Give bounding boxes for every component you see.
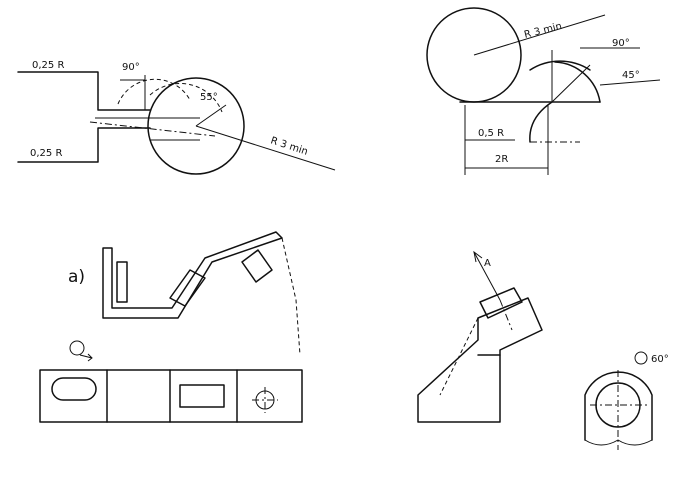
angle-arc-45	[554, 61, 601, 103]
bracket-mid-plate	[169, 269, 206, 307]
bracket-boss	[479, 287, 523, 319]
angle-arc-90	[529, 60, 591, 71]
bracket-end-block	[241, 249, 273, 283]
label-radius-min: R 3 min	[523, 21, 563, 41]
rotation-symbol-icon	[634, 351, 648, 365]
view-arrow-a-icon	[473, 250, 483, 263]
plate-lower-edge	[17, 127, 151, 163]
bracket-body	[417, 297, 543, 423]
label-angle-90: 90°	[122, 62, 140, 73]
label-angle-60: 60°	[651, 354, 669, 365]
figure-top-left: 0,25 R 0,25 R 90° 55° R 3 min	[17, 60, 336, 175]
groove-curve	[529, 101, 553, 143]
bracket-tab	[116, 261, 128, 303]
plate-upper-edge	[17, 71, 151, 111]
view-arrow-icon	[79, 353, 93, 362]
angle-leader-45	[551, 64, 591, 103]
label-upper-radius: 0,25 R	[32, 60, 64, 71]
plan-slot	[51, 377, 97, 401]
hidden-edge	[281, 237, 301, 356]
label-radius-05: 0,5 R	[478, 128, 504, 139]
angle-leader-55	[195, 104, 227, 127]
label-part-a: a)	[68, 267, 85, 287]
label-dim-2r: 2R	[495, 154, 508, 165]
radius-leader	[195, 125, 336, 171]
label-lower-radius: 0,25 R	[30, 148, 62, 159]
plan-strip	[39, 369, 303, 423]
figure-top-right: R 3 min 90° 45° 0,5 R 2R	[426, 7, 661, 175]
label-angle-45: 45°	[622, 70, 640, 81]
view-circle	[69, 340, 85, 356]
center-line	[89, 121, 216, 137]
center-line	[499, 299, 513, 331]
angle-arc-90	[117, 78, 191, 105]
plan-window	[179, 384, 225, 408]
label-angle-55: 55°	[200, 92, 218, 103]
radius-circle	[147, 77, 245, 175]
figure-bottom-right: A 60°	[417, 250, 669, 450]
label-angle-90: 90°	[612, 38, 630, 49]
label-view-a: A	[484, 258, 491, 269]
label-radius-min: R 3 min	[269, 135, 309, 157]
view-arrow-a-line	[473, 251, 501, 301]
radius-leader	[473, 14, 606, 56]
angle-arc-55	[149, 82, 223, 113]
angle-45-leader	[599, 79, 661, 86]
figure-bottom-left: a)	[39, 231, 303, 423]
bracket-elevation	[102, 231, 283, 319]
hidden-edge	[439, 317, 479, 396]
